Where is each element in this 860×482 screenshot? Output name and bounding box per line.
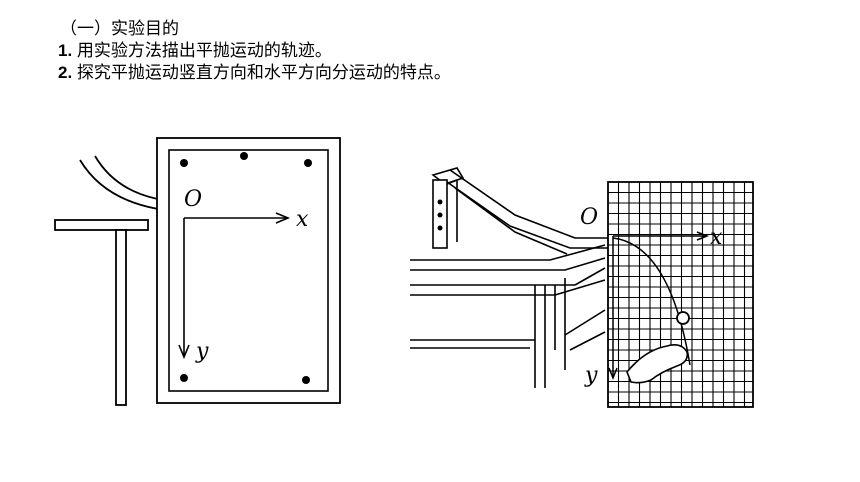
table-leg <box>115 229 127 406</box>
post-hole <box>437 212 443 218</box>
diagram-right: O x y <box>410 167 754 408</box>
board-frame-outer <box>156 137 341 404</box>
y-axis-arrow <box>178 344 190 360</box>
ramp-post <box>431 167 465 249</box>
pin-dot <box>302 376 310 384</box>
pin-dot <box>240 152 248 160</box>
section-heading: （一）实验目的 <box>60 19 179 39</box>
experiment-purpose: （一）实验目的 1. 用实验方法描出平抛运动的轨迹。 2. 探究平抛运动竖直方向… <box>58 18 818 84</box>
item-number: 1 <box>58 41 68 60</box>
purpose-item-1: 1. 用实验方法描出平抛运动的轨迹。 <box>58 40 818 62</box>
y-axis-arrow <box>608 367 618 381</box>
post-hole <box>437 225 443 231</box>
table-top <box>54 219 149 231</box>
board-frame-inner <box>168 149 329 392</box>
trajectory-curve <box>612 237 691 366</box>
pin-dot <box>180 159 188 167</box>
origin-label: O <box>184 187 202 212</box>
item-separator: . <box>67 41 77 60</box>
ball <box>676 311 690 325</box>
post-hole <box>437 199 443 205</box>
item-text: 探究平抛运动竖直方向和水平方向分运动的特点。 <box>76 63 451 83</box>
item-separator: . <box>67 63 77 82</box>
x-axis-arrow <box>275 212 291 224</box>
table-structure <box>410 244 606 388</box>
origin-label: O <box>580 205 598 230</box>
x-axis-label: x <box>296 207 309 232</box>
item-text: 用实验方法描出平抛运动的轨迹。 <box>76 41 332 61</box>
item-number: 2 <box>58 63 68 82</box>
ramp <box>446 169 610 255</box>
x-axis-label: x <box>710 225 723 250</box>
x-axis-arrow <box>696 231 710 241</box>
pin-dot <box>180 374 188 382</box>
hand <box>626 344 689 384</box>
pin-dot <box>304 159 312 167</box>
diagram-left: O x y <box>54 137 341 406</box>
y-axis-label: y <box>195 339 209 364</box>
y-axis-label: y <box>584 363 598 388</box>
purpose-item-2: 2. 探究平抛运动竖直方向和水平方向分运动的特点。 <box>58 62 818 84</box>
